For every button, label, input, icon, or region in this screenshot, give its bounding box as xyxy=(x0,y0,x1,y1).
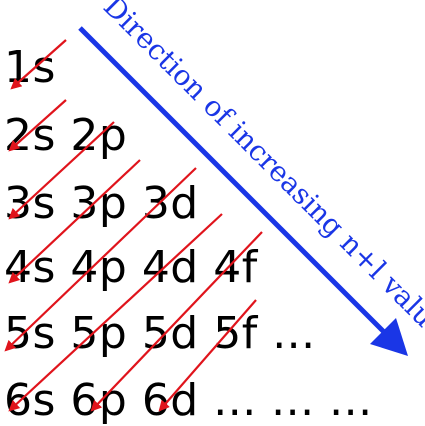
direction-arrow xyxy=(78,26,408,356)
orbital-row-2: 2s 2p xyxy=(4,110,128,161)
orbital-row-5: 5s 5p 5d 5f ... xyxy=(4,308,316,359)
direction-arrow-shaft xyxy=(78,26,390,338)
diagonal-arrow-1 xyxy=(10,39,67,90)
direction-arrow-head xyxy=(370,318,408,356)
diagonal-arrow-2 xyxy=(8,99,67,152)
diagonal-arrow-7 xyxy=(90,231,263,412)
filling-order-arrows xyxy=(4,39,263,412)
diagonal-arrow-4 xyxy=(8,159,141,284)
orbital-row-4: 4s 4p 4d 4f xyxy=(4,242,258,293)
diagonal-arrow-5 xyxy=(4,167,197,352)
diagonal-arrow-8 xyxy=(158,299,257,412)
diagonal-arrow-3 xyxy=(8,121,115,220)
direction-label: Direction of increasing n+l value xyxy=(97,0,425,345)
diagonal-arrow-6 xyxy=(8,213,223,412)
